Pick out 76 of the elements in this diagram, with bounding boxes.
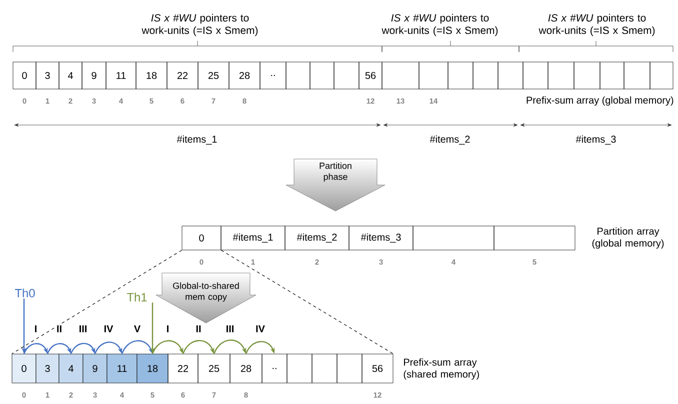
array-cell: 0 [12, 354, 36, 384]
array-cell [310, 62, 334, 90]
thread-label: Th0 [14, 288, 35, 298]
array-cell: 4 [58, 62, 82, 90]
array-caption: Prefix-sum array (global memory) [526, 96, 674, 106]
array-cell: 0 [12, 62, 36, 90]
dimension-label: #items_2 [430, 135, 470, 145]
array-cell: 3 [36, 62, 60, 90]
array-cell: 56 [362, 354, 394, 384]
array-cell [472, 62, 498, 90]
header-text: IS x #WU pointers to work-units (=IS x Smem) [382, 14, 498, 36]
array-caption: Prefix-sum array (shared memory) [404, 358, 479, 380]
edge-label: II [195, 324, 202, 333]
array-cell [548, 62, 574, 90]
array-cell: 0 [182, 226, 222, 250]
curved-arrow [213, 340, 246, 354]
edge-label: III [225, 324, 235, 333]
curved-arrow [182, 340, 214, 354]
array-cell: 22 [168, 354, 198, 384]
array-cell [522, 62, 548, 90]
array-cell [412, 226, 494, 250]
zoom-line [12, 250, 182, 354]
array-cell: 22 [166, 62, 198, 90]
array-cell [312, 354, 338, 384]
array-cell: 4 [58, 354, 84, 384]
array-cell: 9 [82, 62, 106, 90]
array-caption: Partition array (global memory) [592, 227, 664, 249]
curved-arrow [121, 340, 153, 354]
curved-arrow [245, 341, 275, 354]
array-cell [382, 62, 420, 90]
edge-label: IV [255, 324, 266, 333]
array-cell: 25 [198, 62, 230, 90]
edge-label: III [78, 324, 88, 333]
array-cell [624, 62, 650, 90]
array-cell [498, 62, 524, 90]
edge-label: V [133, 324, 142, 333]
array-cell: .. [260, 62, 286, 90]
array-cell: #items_1 [220, 226, 286, 250]
zoom-line [220, 250, 394, 354]
edge-label: I [34, 324, 38, 333]
array-cell: 25 [198, 354, 230, 384]
dimension-label: #items_3 [576, 135, 616, 145]
array-cell [448, 62, 474, 90]
array-cell: #items_2 [284, 226, 350, 250]
array-cell: 18 [136, 354, 168, 384]
array-cell: 28 [230, 354, 262, 384]
array-cell [600, 62, 624, 90]
thread-label: Th1 [126, 292, 147, 302]
array-cell: 28 [228, 62, 260, 90]
edge-label: II [56, 324, 63, 333]
edge-label: IV [103, 324, 114, 333]
array-cell [286, 354, 312, 384]
array-cell: 11 [106, 354, 138, 384]
array-cell: 3 [36, 354, 60, 384]
curved-arrow [152, 340, 184, 354]
array-cell: 56 [358, 62, 382, 90]
curved-arrow [23, 343, 48, 354]
header-text: IS x #WU pointers to work-units (=IS x Smem) [142, 14, 258, 36]
array-cell [494, 226, 576, 250]
array-cell: 9 [82, 354, 108, 384]
array-cell [334, 62, 360, 90]
header-text: IS x #WU pointers to work-units (=IS x Smem) [538, 14, 655, 36]
curved-arrow [46, 343, 72, 354]
curved-arrow [70, 342, 96, 354]
array-cell [336, 354, 362, 384]
array-cell [418, 62, 448, 90]
array-cell: .. [262, 354, 288, 384]
dimension-label: #items_1 [176, 135, 217, 145]
array-cell [574, 62, 600, 90]
array-cell: 18 [136, 62, 168, 90]
array-cell: #items_3 [348, 226, 414, 250]
curved-arrow [94, 342, 122, 354]
array-cell [286, 62, 310, 90]
array-cell: 11 [106, 62, 136, 90]
edge-label: I [166, 324, 170, 333]
array-cell [650, 62, 674, 90]
